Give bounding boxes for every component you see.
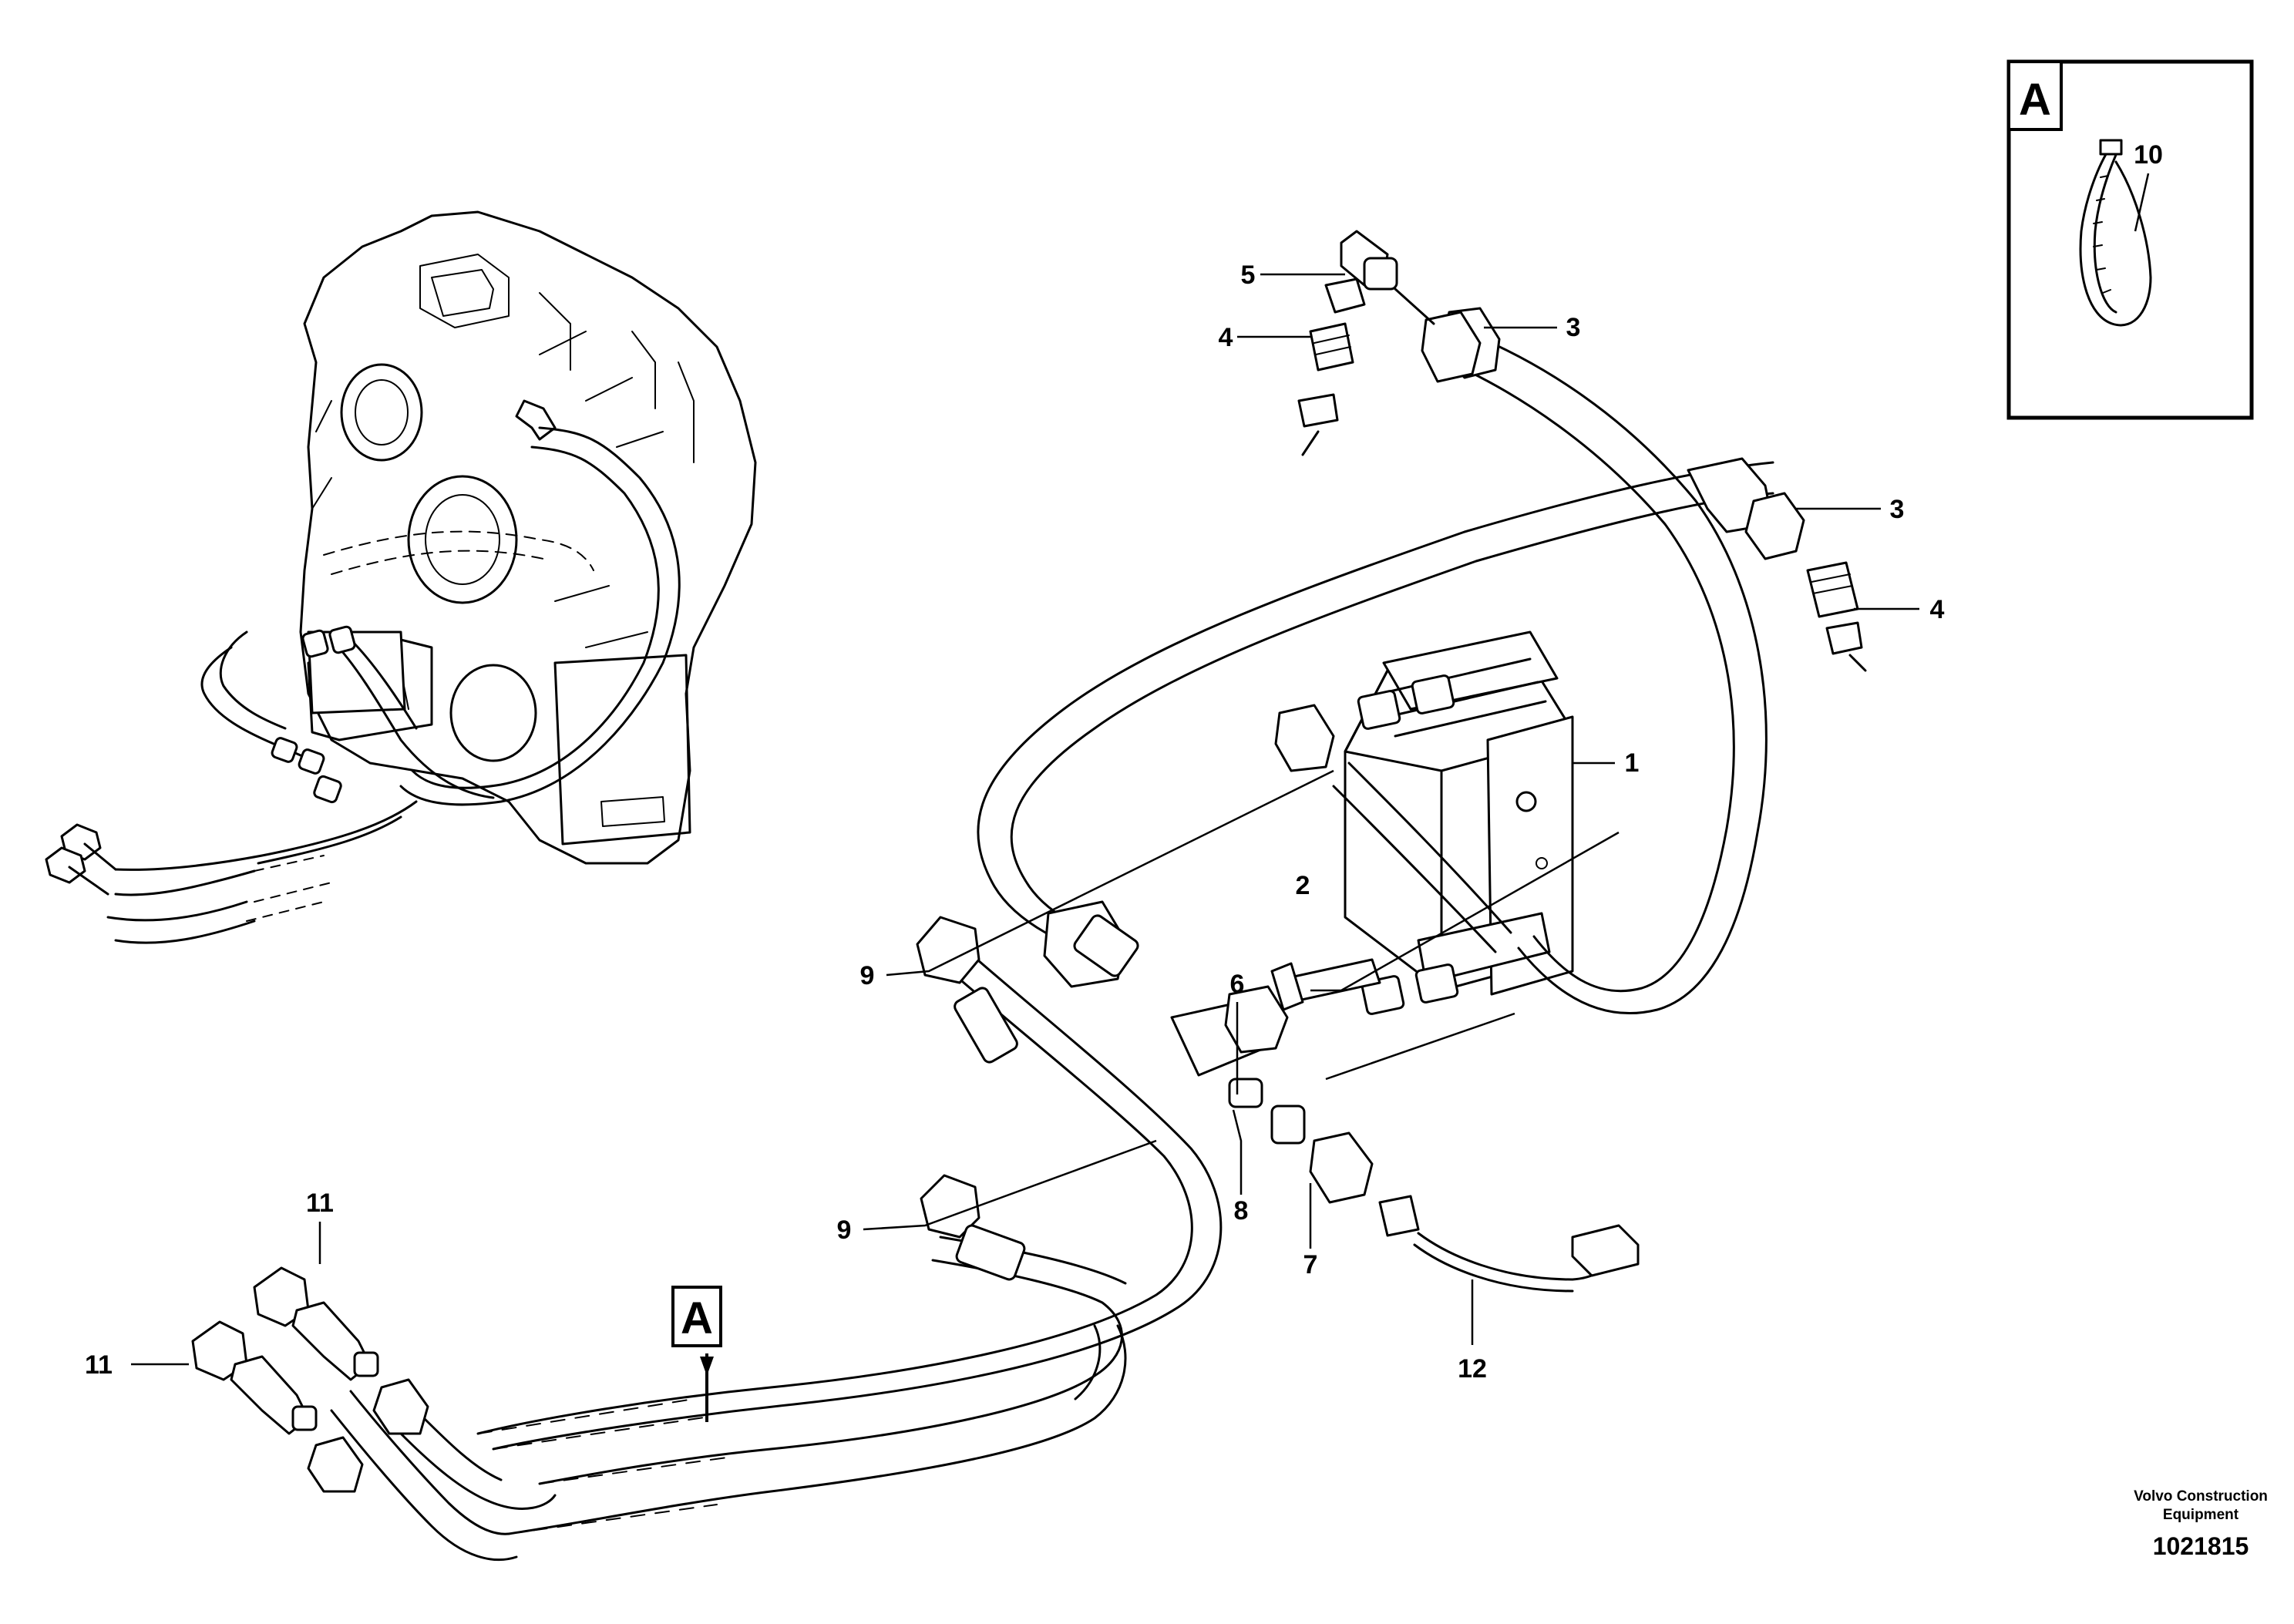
callout-1: 1 — [1625, 748, 1640, 778]
callout-4b: 4 — [1930, 595, 1945, 624]
detail-view-a: A 10 — [2006, 59, 2254, 420]
detail-view-letter: A — [2019, 75, 2051, 125]
callout-2: 2 — [1296, 871, 1310, 900]
callout-5: 5 — [1241, 261, 1256, 290]
right-fittings — [1744, 492, 1867, 672]
view-a-marker-letter: A — [681, 1293, 713, 1343]
oil-cooler — [1344, 630, 1574, 1015]
callout-3b: 3 — [1890, 495, 1905, 524]
callout-3a: 3 — [1566, 313, 1581, 342]
callout-11b: 11 — [85, 1350, 113, 1380]
cable-tie-icon — [2079, 139, 2152, 327]
transmission-hoses — [45, 399, 681, 944]
drawing-number: 1021815 — [2153, 1532, 2249, 1560]
callout-10: 10 — [2134, 140, 2163, 170]
callout-7: 7 — [1303, 1250, 1318, 1279]
lower-hoses — [330, 914, 1223, 1562]
callout-labels: 1 2 3 3 4 4 5 6 7 8 9 9 11 11 12 — [85, 261, 1945, 1384]
callout-8: 8 — [1234, 1196, 1249, 1226]
callout-6: 6 — [1230, 970, 1245, 999]
leader-lines — [131, 273, 1919, 1366]
callout-4a: 4 — [1219, 323, 1233, 352]
view-a-marker: A — [671, 1286, 722, 1422]
callout-9b: 9 — [837, 1215, 852, 1245]
elbow-fittings-11 — [191, 1266, 429, 1493]
footer: Volvo Construction Equipment 1021815 — [2134, 1488, 2268, 1560]
brand-line-1: Volvo Construction — [2134, 1488, 2268, 1505]
brand-line-2: Equipment — [2163, 1507, 2239, 1523]
callout-9a: 9 — [860, 961, 875, 990]
transmission-housing — [299, 210, 757, 865]
callout-11a: 11 — [306, 1189, 334, 1218]
center-fittings — [1170, 958, 1640, 1293]
upper-fittings — [1297, 230, 1482, 456]
callout-12: 12 — [1458, 1354, 1487, 1384]
